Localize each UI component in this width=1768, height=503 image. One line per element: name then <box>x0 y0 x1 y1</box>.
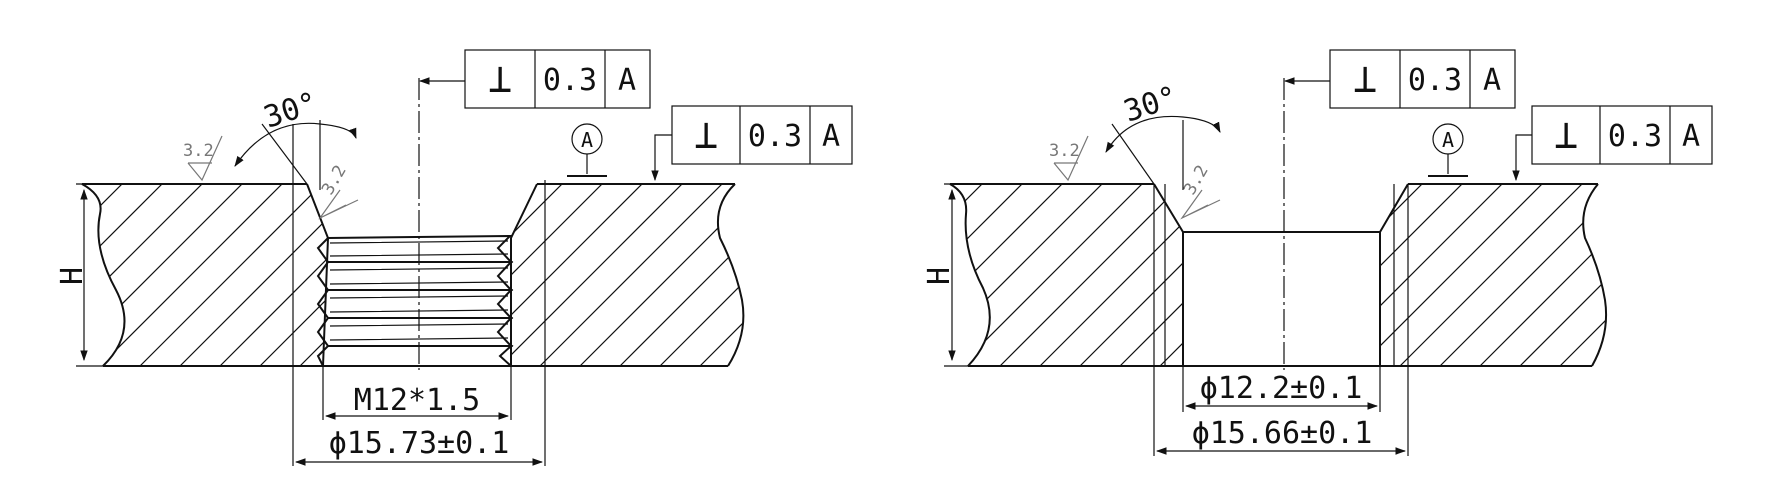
left-roughness-top: 3.2 <box>183 135 223 182</box>
svg-text:0.3: 0.3 <box>1408 63 1462 98</box>
svg-text:⊥: ⊥ <box>488 56 512 102</box>
left-roughness-chamfer: 3.2 <box>318 162 359 220</box>
right-fcf-center: ⊥ 0.3 A <box>1283 49 1516 109</box>
svg-text:A: A <box>1483 63 1501 98</box>
svg-text:⊥: ⊥ <box>1554 112 1578 158</box>
left-angle-label: 30° <box>260 86 322 136</box>
right-datum-a: A <box>1428 123 1468 177</box>
svg-text:⊥: ⊥ <box>1353 56 1377 102</box>
svg-text:A: A <box>581 128 593 152</box>
right-roughness-top-value: 3.2 <box>1049 141 1080 161</box>
svg-text:A: A <box>1442 128 1454 152</box>
right-hatch-right-block <box>1380 184 1607 366</box>
left-thread-profile <box>316 234 514 367</box>
left-plate-left-outline <box>81 183 126 367</box>
svg-text:A: A <box>822 119 840 154</box>
left-height-label: H <box>55 267 90 285</box>
left-angle-arc <box>234 122 357 167</box>
svg-text:A: A <box>1682 119 1700 154</box>
right-roughness-chamfer-value: 3.2 <box>1180 162 1213 199</box>
svg-text:⊥: ⊥ <box>694 112 718 158</box>
left-hatch-right-block <box>511 184 744 366</box>
svg-text:0.3: 0.3 <box>1608 119 1662 154</box>
left-view: H 3.2 3.2 30° A ⊥ 0.3 A <box>55 49 853 466</box>
left-fcf-center: ⊥ 0.3 A <box>418 49 651 109</box>
left-plate-right-outline <box>716 183 745 367</box>
right-roughness-top: 3.2 <box>1049 135 1089 182</box>
svg-text:A: A <box>618 63 636 98</box>
right-hatch-left-block <box>950 184 1183 366</box>
right-plate-right-outline <box>1582 183 1608 367</box>
right-view: H 3.2 3.2 30° A ⊥ 0.3 A <box>922 49 1713 456</box>
right-plate-left-outline <box>949 183 991 367</box>
svg-text:0.3: 0.3 <box>748 119 802 154</box>
svg-text:0.3: 0.3 <box>543 63 597 98</box>
right-fcf-face: ⊥ 0.3 A <box>1512 105 1713 182</box>
left-roughness-chamfer-value: 3.2 <box>318 162 351 199</box>
right-dim-inner: ϕ12.2±0.1 <box>1200 371 1363 406</box>
left-chamfer-right <box>510 183 538 366</box>
right-roughness-chamfer: 3.2 <box>1180 162 1221 220</box>
left-dim-outer: ϕ15.73±0.1 <box>329 426 510 461</box>
left-fcf-face: ⊥ 0.3 A <box>651 105 853 182</box>
right-angle-label: 30° <box>1120 80 1182 130</box>
right-dim-outer: ϕ15.66±0.1 <box>1192 416 1373 451</box>
right-height-label: H <box>922 267 957 285</box>
right-chamfer-left <box>1153 183 1184 366</box>
left-dim-inner: M12*1.5 <box>354 383 480 418</box>
right-angle-arc <box>1105 115 1221 153</box>
left-roughness-top-value: 3.2 <box>183 141 214 161</box>
left-datum-a: A <box>567 123 607 177</box>
